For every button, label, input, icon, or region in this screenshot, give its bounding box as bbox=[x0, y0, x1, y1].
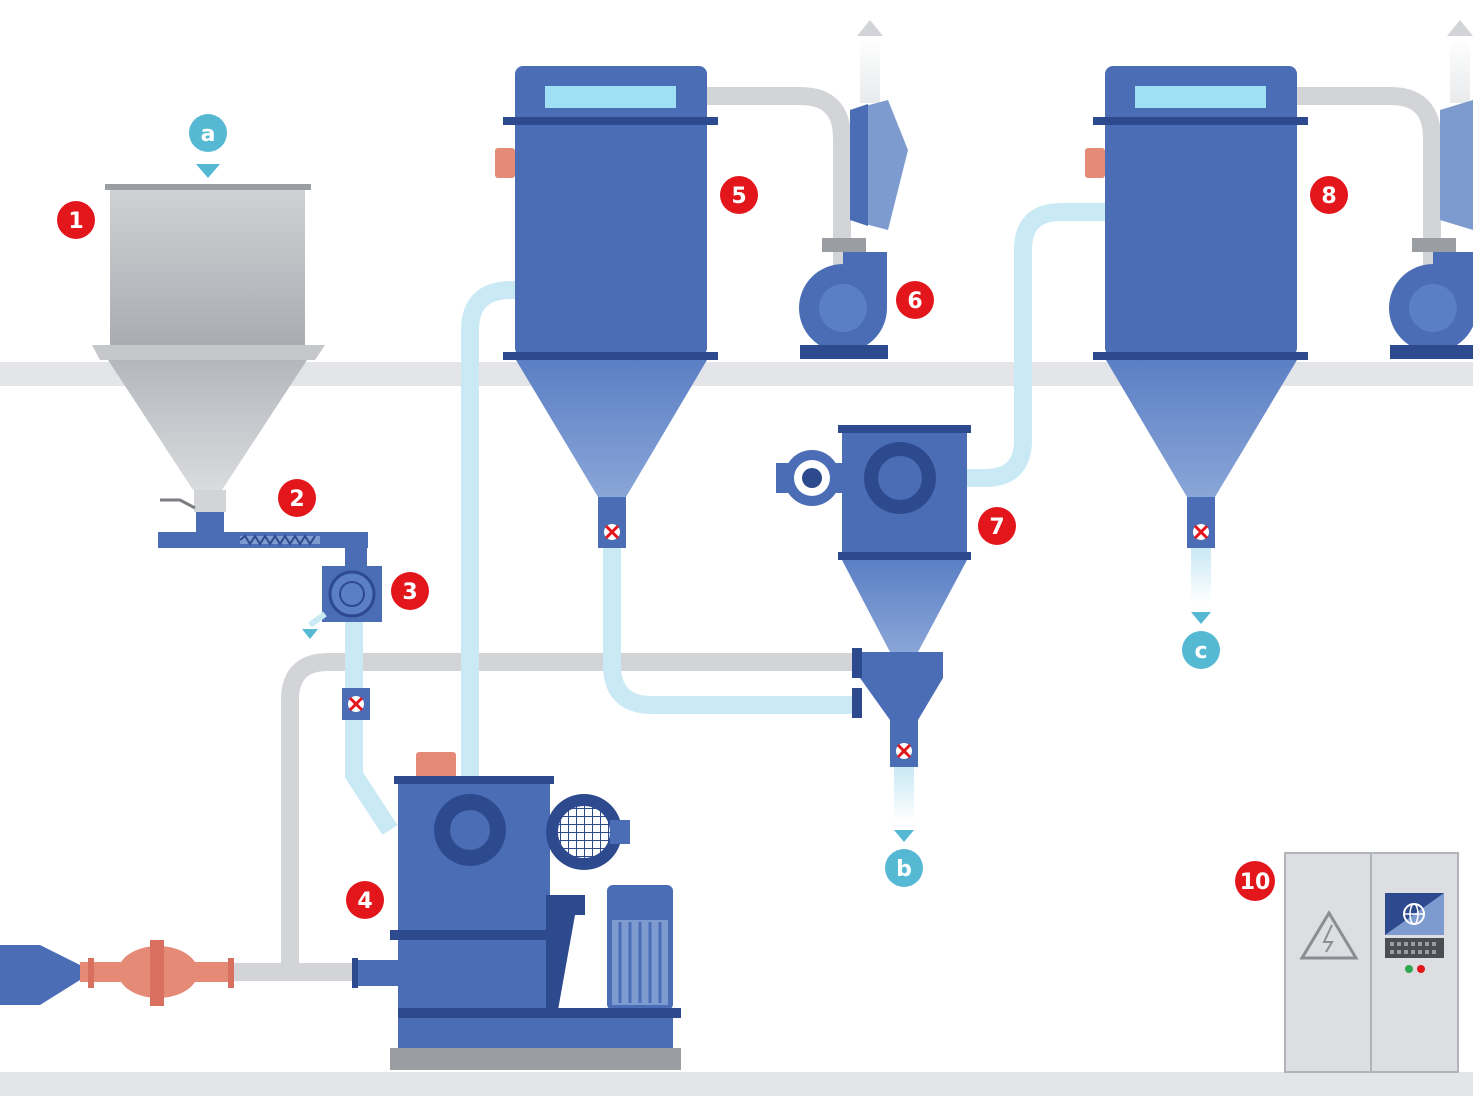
svg-text:5: 5 bbox=[731, 184, 746, 209]
arrow-down-icon bbox=[894, 830, 914, 842]
svg-text:10: 10 bbox=[1240, 870, 1271, 895]
marker-1: 1 bbox=[57, 201, 95, 239]
cyclone-filter-1 bbox=[495, 66, 718, 517]
warning-electrical-icon bbox=[1299, 910, 1359, 960]
outlet-stream-b bbox=[894, 767, 914, 822]
flow-point-b: b bbox=[885, 849, 923, 887]
valve-separator bbox=[342, 688, 370, 720]
arrow-down-icon bbox=[1191, 612, 1211, 624]
marker-10: 10 bbox=[1235, 861, 1275, 901]
flow-point-c: c bbox=[1182, 631, 1220, 669]
svg-text:b: b bbox=[896, 857, 912, 882]
fan-duct-pipes bbox=[705, 87, 1441, 320]
svg-text:8: 8 bbox=[1321, 184, 1336, 209]
svg-text:4: 4 bbox=[357, 889, 372, 914]
outlet-stream-c bbox=[1191, 548, 1211, 603]
valve-classifier bbox=[890, 735, 918, 767]
cyclone-filter-2 bbox=[1085, 66, 1308, 517]
globe-icon bbox=[1403, 903, 1425, 925]
valve-cyclone-2 bbox=[1187, 516, 1215, 548]
exhaust-plume-2 bbox=[1450, 38, 1470, 103]
marker-8: 8 bbox=[1310, 176, 1348, 214]
marker-2: 2 bbox=[278, 479, 316, 517]
fan-2 bbox=[1389, 100, 1473, 359]
exhaust-plume-1 bbox=[860, 38, 880, 103]
fan-1 bbox=[799, 100, 908, 359]
ground-floor bbox=[0, 1072, 1473, 1096]
valve-cyclone-1 bbox=[598, 516, 626, 548]
flow-point-a: a bbox=[189, 114, 227, 152]
air-pipes bbox=[345, 203, 1105, 835]
arrow-up-icon bbox=[857, 20, 883, 36]
marker-5: 5 bbox=[720, 176, 758, 214]
mill bbox=[352, 752, 681, 1070]
screw-feeder bbox=[158, 512, 368, 570]
marker-3: 3 bbox=[391, 572, 429, 610]
inlet-blower bbox=[0, 940, 234, 1006]
classifier bbox=[776, 425, 971, 736]
svg-text:1: 1 bbox=[68, 209, 83, 234]
svg-text:6: 6 bbox=[907, 289, 922, 314]
arrow-down-icon bbox=[302, 629, 318, 639]
marker-6: 6 bbox=[896, 281, 934, 319]
control-cabinet bbox=[1284, 852, 1459, 1073]
svg-text:a: a bbox=[201, 122, 216, 147]
svg-text:2: 2 bbox=[289, 487, 304, 512]
gray-return-pipe bbox=[230, 653, 860, 981]
svg-text:c: c bbox=[1194, 639, 1207, 664]
svg-text:3: 3 bbox=[402, 580, 417, 605]
magnetic-separator bbox=[302, 566, 382, 639]
svg-text:7: 7 bbox=[989, 515, 1004, 540]
arrow-down-icon bbox=[196, 164, 220, 178]
status-light-red bbox=[1417, 965, 1425, 973]
feed-hopper bbox=[92, 184, 325, 512]
arrow-up-icon bbox=[1447, 20, 1473, 36]
status-light-green bbox=[1405, 965, 1413, 973]
marker-7: 7 bbox=[978, 507, 1016, 545]
marker-4: 4 bbox=[346, 881, 384, 919]
